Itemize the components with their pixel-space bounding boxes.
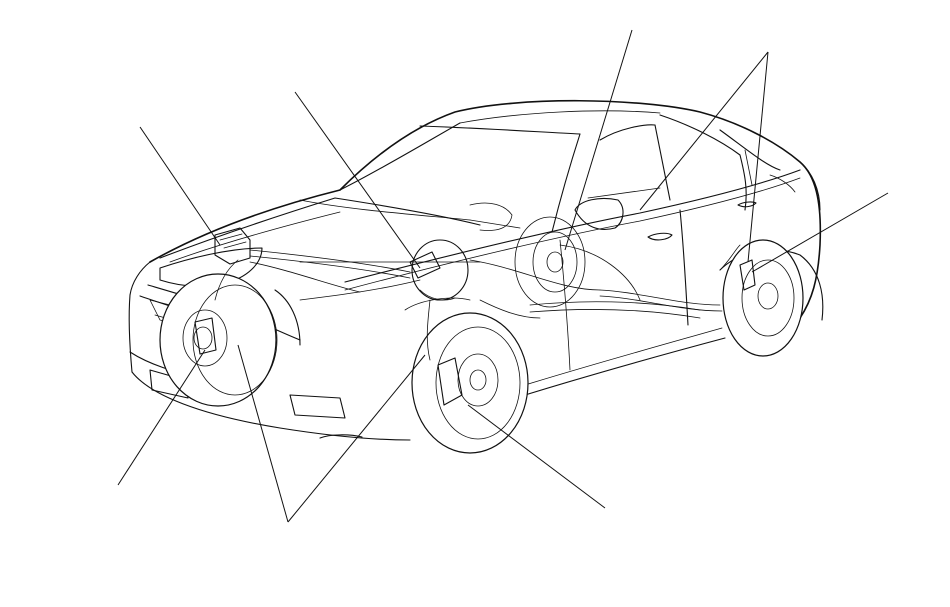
front-left-wheel [159,273,278,407]
parking-brake-cables [529,301,701,319]
leader-brake-lines-b [287,354,426,523]
leader-parking-cable-a [639,51,769,211]
leader-front-caliper [467,404,606,509]
front-brake-caliper [194,317,217,355]
leader-front-wheel-sensor [117,349,206,486]
leader-master-cylinder [294,91,421,269]
leader-rear-brake-left [564,29,633,251]
leader-parking-cable-b [747,51,769,263]
car-body [128,99,824,441]
rear-left-wheel [514,216,586,308]
leader-lines [117,29,889,523]
abs-modulator-unit [214,227,251,265]
brake-master-cylinder [409,239,469,301]
leader-brake-lines-a [237,344,289,523]
leader-abs-modulator [139,126,221,246]
front-right-wheel [411,312,529,454]
leader-rear-wheel-sensor [751,192,889,273]
rear-right-wheel [722,239,804,357]
brake-lines [214,244,741,361]
